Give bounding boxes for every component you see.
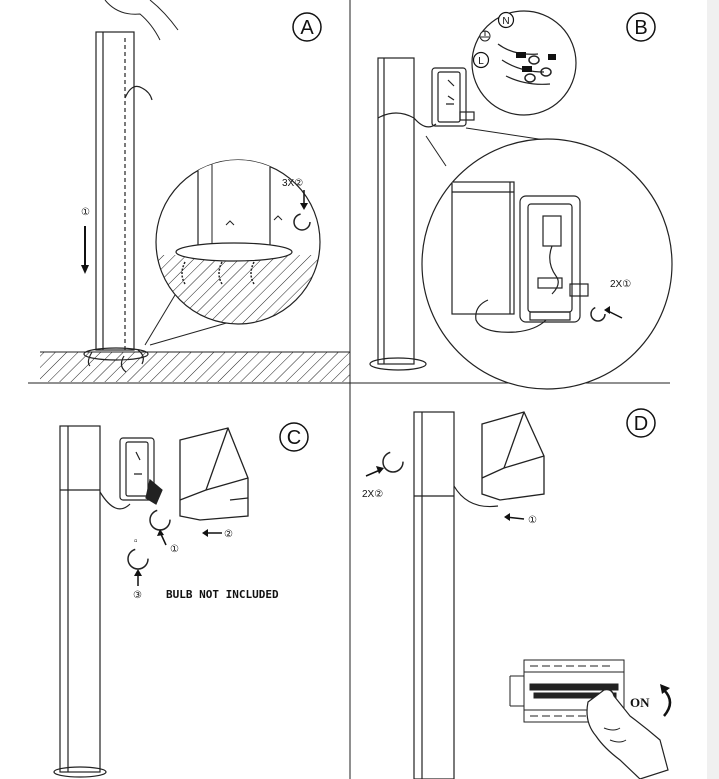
- switch-on-label: ON: [630, 695, 650, 710]
- breaker-panel: [509, 659, 625, 723]
- panel-a-letter: A: [300, 17, 314, 39]
- wire-connector-detail: [471, 10, 577, 116]
- panel-b: B N L: [369, 10, 673, 390]
- dot-mark: ▫: [134, 536, 138, 547]
- panel-d-letter: D: [634, 413, 648, 435]
- clip-ring-1-icon: [149, 509, 171, 531]
- arrow-head-icon: [81, 265, 89, 274]
- lamp-head-d: [481, 411, 545, 501]
- hand-icon: [104, 0, 179, 41]
- panel-b-screw-label: 2X①: [610, 279, 631, 290]
- wire-n-label: N: [502, 16, 509, 27]
- panel-c-label-3: ③: [133, 590, 142, 601]
- panel-d-label-1: ①: [528, 515, 537, 526]
- bulb-note: BULB NOT INCLUDED: [166, 588, 279, 601]
- right-gutter: [707, 0, 719, 779]
- post-a: [83, 31, 153, 373]
- detail-b: 2X①: [421, 138, 673, 390]
- panel-a: A ①: [40, 0, 350, 382]
- panel-b-letter: B: [634, 17, 647, 39]
- detail-a: 3X②: [155, 159, 321, 325]
- wire-l-badge: [472, 51, 490, 69]
- panel-c-label-1: ①: [170, 544, 179, 555]
- ground: [40, 351, 350, 382]
- panel-d: D ① 2X②: [362, 408, 672, 779]
- panel-c: C ② ① ▫: [53, 422, 309, 778]
- panel-c-label-2: ②: [224, 529, 233, 540]
- pointing-hand-icon: [586, 689, 669, 779]
- clip-ring-icon: [293, 213, 311, 231]
- panel-c-badge: [279, 422, 309, 452]
- panel-a-badge: [292, 12, 322, 42]
- wire-l-label: L: [478, 56, 484, 67]
- junction-box-c: [119, 437, 163, 505]
- clip-ring-3-icon: [127, 548, 149, 570]
- post-b: [369, 57, 437, 371]
- post-c: [53, 425, 131, 778]
- panel-b-badge: [626, 12, 656, 42]
- wire-n-badge: [497, 11, 515, 29]
- panel-d-badge: [626, 408, 656, 438]
- post-d: [413, 411, 499, 779]
- rotate-arrow-icon: [663, 689, 672, 717]
- panel-d-screw-label: 2X②: [362, 489, 383, 500]
- junction-box-small: [431, 67, 475, 127]
- panel-a-step-label: ①: [81, 207, 90, 218]
- ground-symbol-icon: [479, 30, 491, 42]
- clip-ring-d-icon: [382, 451, 404, 473]
- panel-c-letter: C: [287, 427, 301, 449]
- panel-a-screw-label: 3X②: [282, 178, 303, 189]
- lamp-head-c: [179, 427, 249, 521]
